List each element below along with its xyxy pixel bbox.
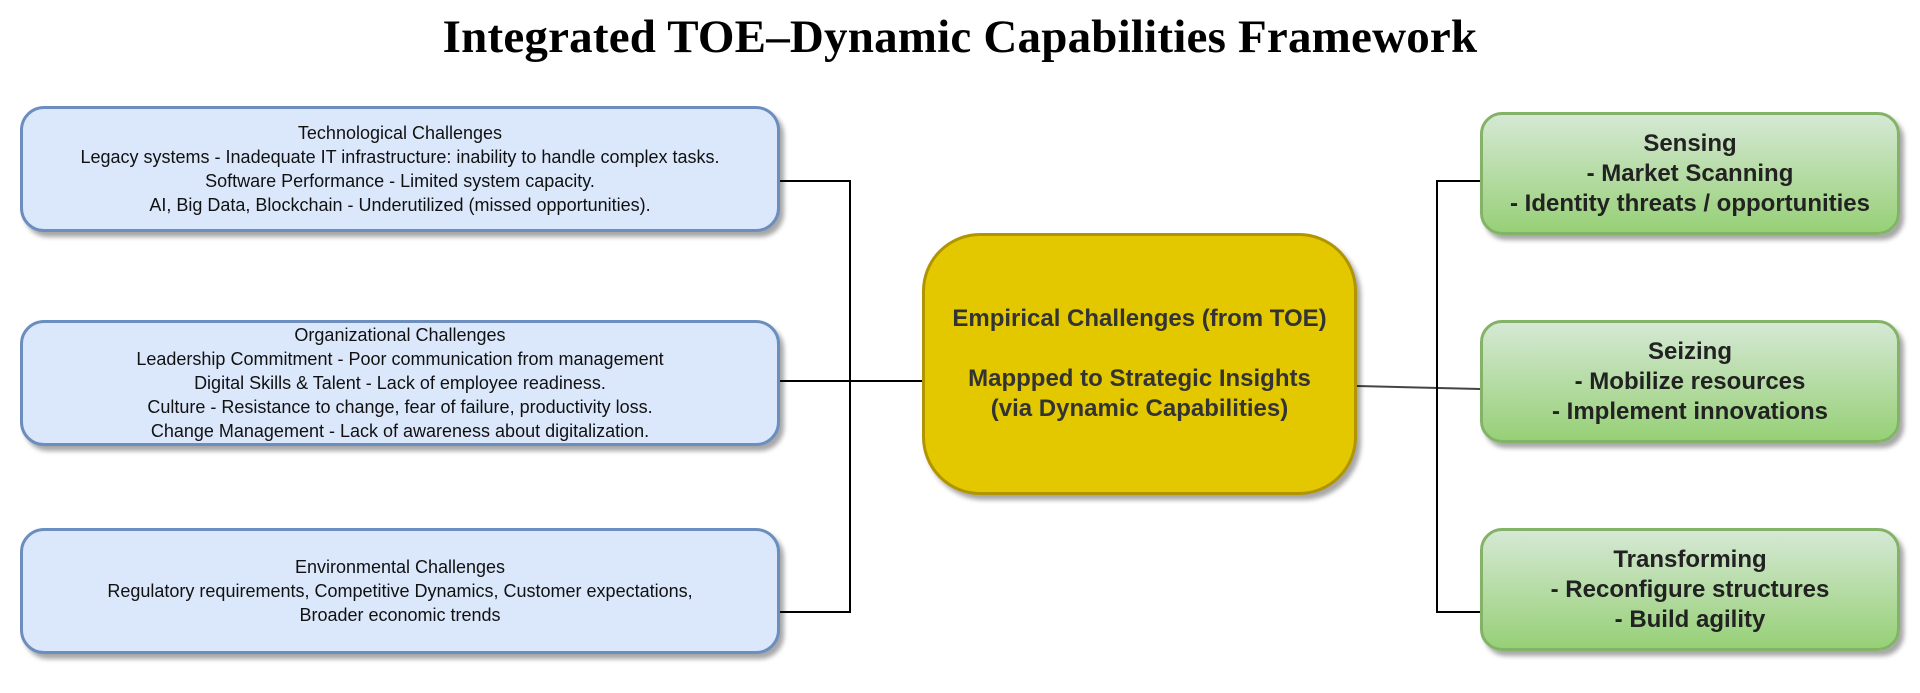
environmental-heading: Environmental Challenges [294, 557, 506, 577]
seizing-box: Seizing - Mobilize resources - Implement… [1480, 320, 1900, 443]
connector-environmental [780, 381, 851, 613]
organizational-line-2: Digital Skills & Talent - Lack of employ… [194, 373, 606, 393]
sensing-line-1: - Market Scanning [1586, 159, 1794, 187]
connector-center-right [1356, 385, 1481, 390]
transforming-line-2: - Build agility [1614, 605, 1766, 633]
technological-line-2: Software Performance - Limited system ca… [205, 171, 595, 191]
technological-line-3: AI, Big Data, Blockchain - Underutilized… [149, 195, 651, 215]
transforming-heading: Transforming [1613, 545, 1767, 573]
connector-technological [780, 180, 851, 381]
environmental-line-2: Broader economic trends [299, 605, 501, 625]
organizational-heading: Organizational Challenges [294, 325, 506, 345]
center-line-1: Empirical Challenges (from TOE) [952, 305, 1327, 332]
sensing-heading: Sensing [1643, 129, 1737, 157]
sensing-line-2: - Identity threats / opportunities [1509, 189, 1870, 217]
seizing-heading: Seizing [1647, 337, 1732, 365]
empirical-challenges-box: Empirical Challenges (from TOE) Mappped … [922, 233, 1357, 495]
diagram-title: Integrated TOE–Dynamic Capabilities Fram… [442, 11, 1478, 63]
technological-line-1: Legacy systems - Inadequate IT infrastru… [80, 147, 720, 167]
center-line-2: Mappped to Strategic Insights [968, 365, 1311, 392]
organizational-line-3: Culture - Resistance to change, fear of … [147, 397, 653, 417]
technological-heading: Technological Challenges [297, 123, 503, 143]
technological-challenges-box: Technological Challenges Legacy systems … [20, 106, 780, 232]
transforming-line-1: - Reconfigure structures [1550, 575, 1830, 603]
environmental-challenges-box: Environmental Challenges Regulatory requ… [20, 528, 780, 654]
connector-sensing [1436, 180, 1480, 613]
seizing-line-1: - Mobilize resources [1574, 367, 1806, 395]
seizing-line-2: - Implement innovations [1551, 397, 1829, 425]
center-line-3: (via Dynamic Capabilities) [990, 395, 1289, 422]
environmental-line-1: Regulatory requirements, Competitive Dyn… [107, 581, 693, 601]
organizational-line-1: Leadership Commitment - Poor communicati… [136, 349, 664, 369]
transforming-box: Transforming - Reconfigure structures - … [1480, 528, 1900, 651]
sensing-box: Sensing - Market Scanning - Identity thr… [1480, 112, 1900, 235]
organizational-line-4: Change Management - Lack of awareness ab… [150, 421, 650, 441]
organizational-challenges-box: Organizational Challenges Leadership Com… [20, 320, 780, 446]
